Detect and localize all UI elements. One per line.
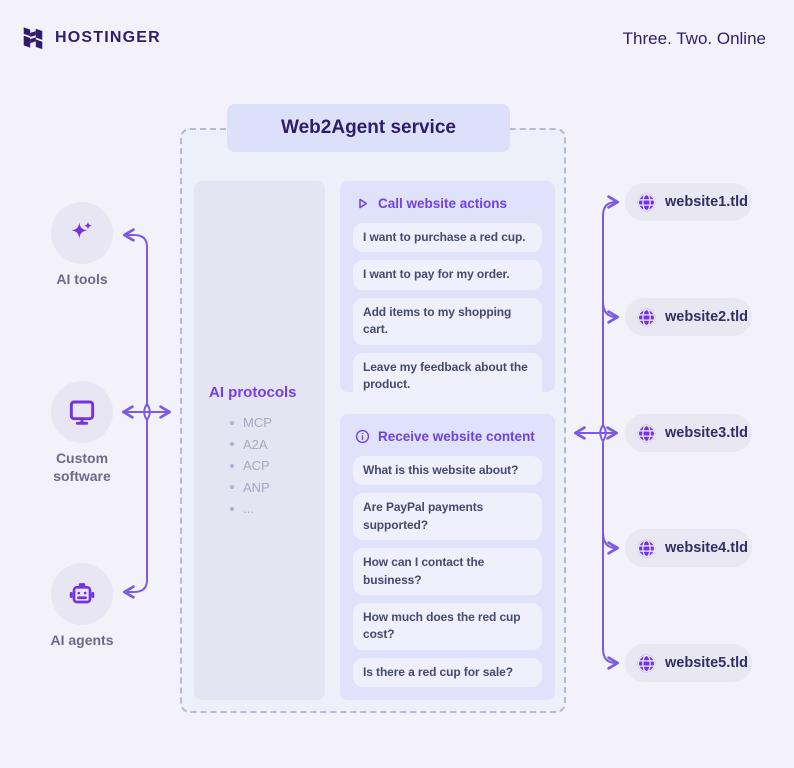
bullet-dot [230,463,234,468]
custom-software-label: Custom software [53,450,111,484]
website-pill: website4.tld [625,529,752,567]
protocol-item: A2A [230,434,272,456]
protocol-label: ... [243,501,254,517]
protocols-title: AI protocols [209,384,297,401]
ai-tools-label: AI tools [56,271,108,287]
action-message: I want to purchase a red cup. [353,223,542,253]
call-actions-title: Call website actions [378,196,508,211]
receive-content-title: Receive website content [378,429,535,444]
content-message: Are PayPal payments supported? [353,493,542,541]
sparkles-icon [66,217,98,249]
globe-icon [636,538,657,559]
protocol-item: ... [230,498,272,520]
website-label: website3.tld [665,425,748,441]
hostinger-h-logo-icon [20,24,46,52]
brand-name: HOSTINGER [55,29,161,46]
protocols-panel [194,181,325,700]
website-pill: website2.tld [625,298,752,336]
action-message: Leave my feedback about the product. [353,352,542,400]
content-message: How can I contact the business? [353,548,542,595]
receive-content-section: Receive website content What is this web… [340,414,555,700]
info-icon [355,429,370,444]
ai-agents-label: AI agents [50,632,114,648]
protocol-label: MCP [243,415,272,431]
call-actions-header: Call website actions [355,196,542,211]
play-icon [355,196,370,211]
protocols-list: MCP A2A ACP ANP ... [230,412,272,520]
protocol-label: ACP [243,458,270,474]
custom-software-node [51,381,113,443]
globe-icon [636,307,657,328]
website-pill: website1.tld [625,183,752,221]
action-message: I want to pay for my order. [353,260,542,290]
protocol-item: ANP [230,477,272,499]
protocol-label: A2A [243,436,268,452]
action-message: Add items to my shopping cart. [353,297,542,345]
content-message: How much does the red cup cost? [353,602,542,650]
tagline: Three. Two. Online [622,29,766,48]
globe-icon [636,653,657,674]
ai-agents-node [51,563,113,625]
website-label: website5.tld [665,655,748,671]
ai-tools-node [51,202,113,264]
protocol-label: ANP [243,479,270,495]
globe-icon [636,192,657,213]
bullet-dot [230,420,234,425]
bullet-dot [230,442,234,447]
website-pill: website5.tld [625,644,752,682]
bullet-dot [230,485,234,490]
website-label: website2.tld [665,309,748,325]
website-pill: website3.tld [625,414,752,452]
call-actions-section: Call website actions I want to purchase … [340,181,555,400]
monitor-icon [66,396,98,428]
globe-icon [636,423,657,444]
protocol-item: ACP [230,455,272,477]
content-message: Is there a red cup for sale? [353,657,542,688]
protocol-item: MCP [230,412,272,434]
robot-icon [66,578,98,610]
website-label: website4.tld [665,540,748,556]
brand-logo: HOSTINGER [20,24,161,52]
receive-content-header: Receive website content [355,429,542,444]
website-label: website1.tld [665,194,748,210]
diagram-title: Web2Agent service [227,104,510,152]
bullet-dot [230,506,234,511]
content-message: What is this website about? [353,456,542,486]
